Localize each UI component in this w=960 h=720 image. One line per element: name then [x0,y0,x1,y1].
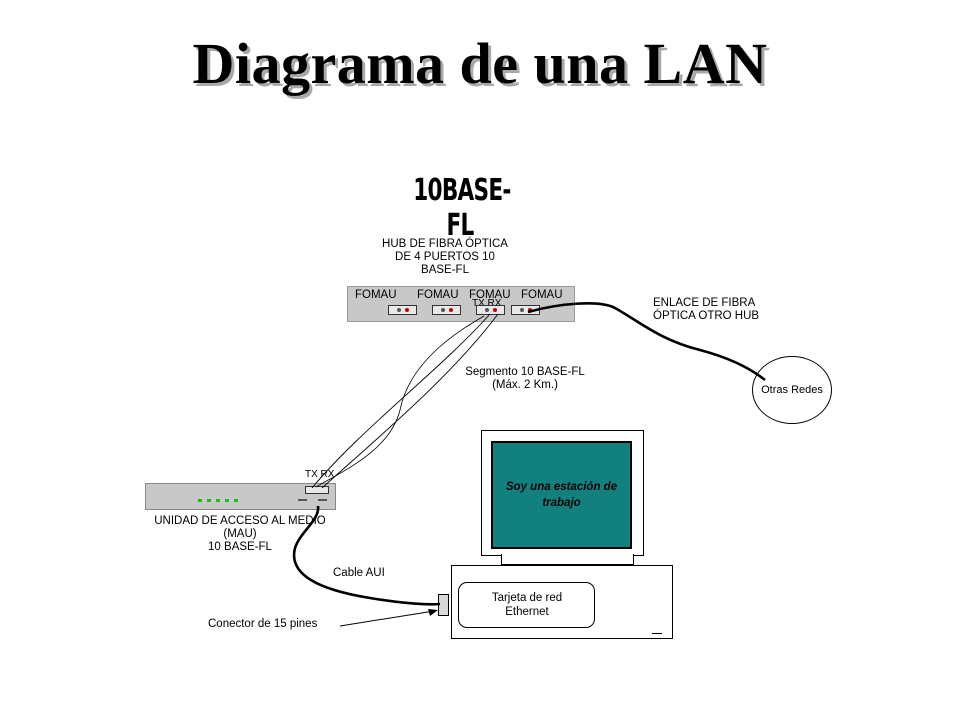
hub-title-line: BASE-FL [421,264,469,276]
fiber-link-line: ÓPTICA OTRO HUB [653,310,760,322]
mau-device [145,483,336,510]
aui-cable [292,505,441,606]
segment-label: Segmento 10 BASE-FL (Máx. 2 Km.) [455,366,595,392]
mau-title-line: 10 BASE-FL [208,541,272,553]
network-card-line: Ethernet [505,606,549,618]
hub-txrx-label: TX RX [472,298,502,309]
mau-indicator [318,499,327,501]
screen-text-line: trabajo [542,497,581,509]
other-networks-cloud [752,356,832,424]
other-networks-label: Otras Redes [761,384,823,396]
fiber-strand-rx [321,313,499,489]
hub-port-jack [388,305,417,315]
connector-pointer [339,610,435,627]
mau-title-line: UNIDAD DE ACCESO AL MEDIO [154,515,326,527]
segment-line: (Máx. 2 Km.) [492,379,558,391]
fiber-link-line: ENLACE DE FIBRA [653,297,756,309]
hub-port-jack [432,305,461,315]
hub-title: HUB DE FIBRA ÓPTICA DE 4 PUERTOS 10 BASE… [360,238,530,277]
network-card-line: Tarjeta de red [491,592,563,604]
hub-port-label: FOMAU [417,289,459,301]
screen-text-line: Soy una estación de [505,481,618,493]
connector-label: Conector de 15 pines [208,618,318,630]
hub-port-label: FOMAU [521,289,563,301]
diagram-heading: 10BASE-FL [413,173,511,243]
workstation-screen-text: Soy una estación de trabajo [493,479,630,511]
fiber-strand-tx [311,313,491,489]
connector-arrowhead [428,609,438,616]
mau-indicator [298,499,307,501]
mau-title-line: (MAU) [223,528,257,540]
fiber-link-label: ENLACE DE FIBRA ÓPTICA OTRO HUB [653,297,759,323]
hub-port-label: FOMAU [469,289,511,301]
mau-txrx-label: TX RX [305,469,335,480]
hub-title-line: DE 4 PUERTOS 10 [395,251,495,263]
fiber-link-cable [527,302,766,382]
hub-port-label: FOMAU [355,289,397,301]
segment-line: Segmento 10 BASE-FL [465,366,585,378]
network-card [458,582,595,628]
workstation-screen [491,441,632,549]
hub-title-line: HUB DE FIBRA ÓPTICA [382,238,508,250]
network-card-label: Tarjeta de red Ethernet [462,591,592,619]
mau-led-indicators [198,499,238,502]
fiber-strand-cross [315,315,485,488]
page-title: Diagrama de una LAN [192,31,768,96]
monitor-stand [501,554,634,565]
base-mark [652,633,662,634]
mau-title: UNIDAD DE ACCESO AL MEDIO (MAU) 10 BASE-… [150,515,330,554]
hub-port-jack [476,305,505,315]
cable-aui-label: Cable AUI [333,567,385,579]
